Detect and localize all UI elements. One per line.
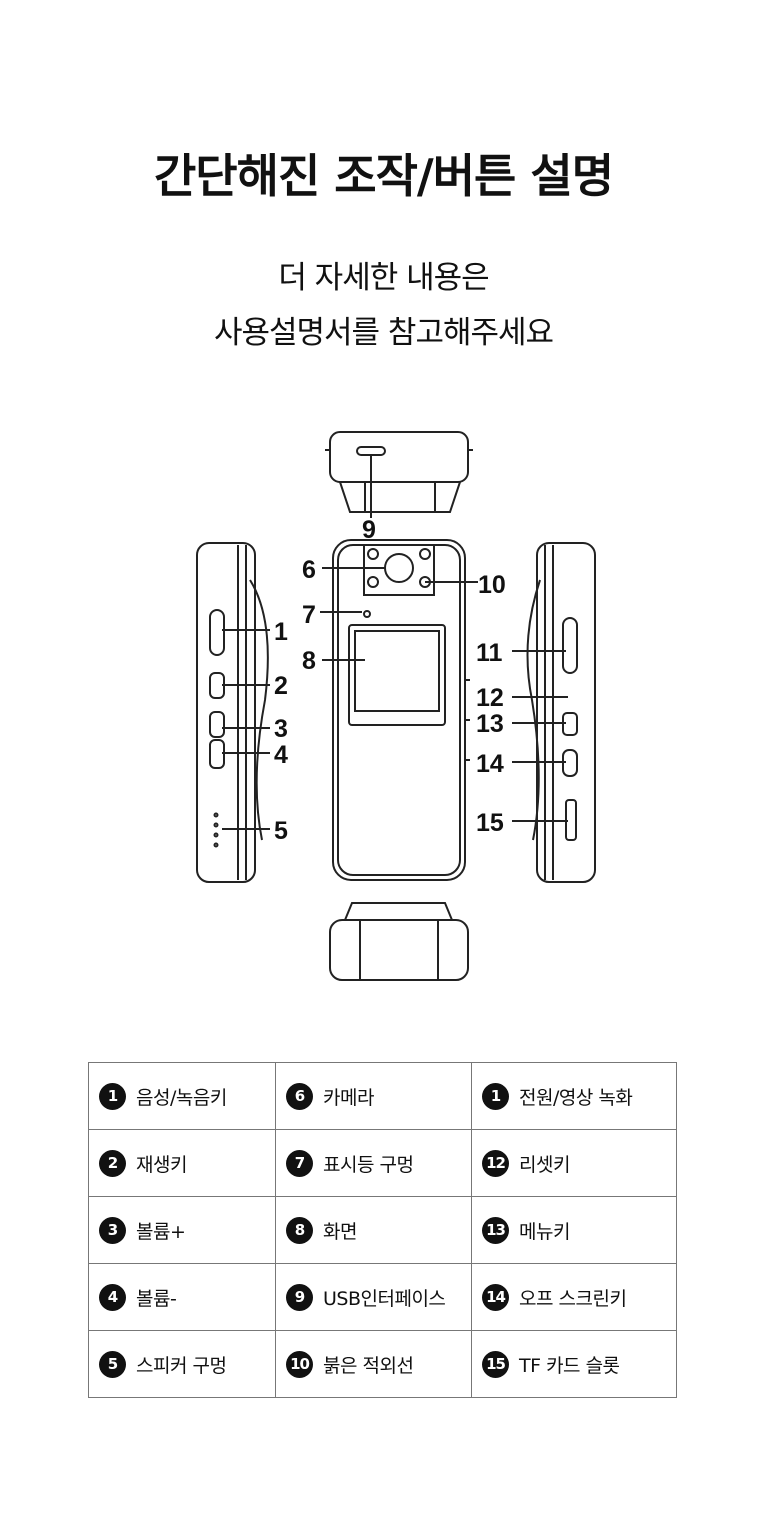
label-11: 11 [476, 639, 503, 667]
button-legend-table: 1 음성/녹음키 6 카메라 1 전원/영상 녹화 2 재생키 7 표시등 구멍 12 리셋키 3 볼륨+… [88, 1062, 677, 1398]
number-badge: 4 [99, 1283, 126, 1311]
number-badge: 12 [482, 1149, 509, 1177]
label-10: 10 [478, 571, 506, 599]
legend-label: 음성/녹음키 [136, 1086, 227, 1109]
legend-label: 볼륨- [136, 1287, 177, 1310]
label-15: 15 [476, 809, 504, 837]
device-diagram: 9 6 10 7 8 1 2 3 4 5 11 12 13 14 15 [196, 431, 596, 981]
legend-cell: 14 오프 스크린키 [471, 1263, 677, 1331]
legend-cell: 7 표시등 구멍 [275, 1129, 472, 1197]
label-12: 12 [476, 684, 504, 712]
number-badge: 14 [482, 1283, 509, 1311]
label-5: 5 [274, 817, 288, 845]
legend-label: TF 카드 슬롯 [519, 1354, 620, 1377]
legend-label: 리셋키 [519, 1153, 570, 1176]
number-badge: 2 [99, 1149, 126, 1177]
legend-cell: 2 재생키 [88, 1129, 276, 1197]
legend-cell: 10 붉은 적외선 [275, 1330, 472, 1398]
device-top-view [325, 431, 473, 513]
number-badge: 9 [286, 1283, 313, 1311]
legend-label: 메뉴키 [519, 1220, 570, 1243]
device-left-side-view [196, 542, 269, 883]
legend-cell: 9 USB인터페이스 [275, 1263, 472, 1331]
legend-label: 카메라 [323, 1086, 374, 1109]
table-row: 4 볼륨- 9 USB인터페이스 14 오프 스크린키 [88, 1263, 677, 1331]
legend-label: 재생키 [136, 1153, 187, 1176]
number-badge: 10 [286, 1350, 313, 1378]
page-title: 간단해진 조작/버튼 설명 [153, 149, 614, 203]
table-row: 2 재생키 7 표시등 구멍 12 리셋키 [88, 1129, 677, 1197]
device-front-view [332, 539, 470, 881]
number-badge: 3 [99, 1216, 126, 1244]
legend-label: 붉은 적외선 [323, 1354, 414, 1377]
device-bottom-view [329, 902, 469, 981]
legend-cell: 5 스피커 구멍 [88, 1330, 276, 1398]
legend-cell: 1 음성/녹음키 [88, 1062, 276, 1130]
legend-cell: 12 리셋키 [471, 1129, 677, 1197]
label-3: 3 [274, 715, 288, 743]
number-badge: 5 [99, 1350, 126, 1378]
label-4: 4 [274, 741, 288, 769]
legend-cell: 1 전원/영상 녹화 [471, 1062, 677, 1130]
number-badge: 7 [286, 1149, 313, 1177]
legend-cell: 8 화면 [275, 1196, 472, 1264]
table-row: 1 음성/녹음키 6 카메라 1 전원/영상 녹화 [88, 1062, 677, 1130]
number-badge: 8 [286, 1216, 313, 1244]
label-1: 1 [274, 618, 288, 646]
legend-label: 볼륨+ [136, 1220, 186, 1243]
number-badge: 6 [286, 1082, 313, 1110]
legend-cell: 6 카메라 [275, 1062, 472, 1130]
number-badge: 1 [482, 1082, 509, 1110]
label-7: 7 [302, 601, 316, 629]
legend-cell: 15 TF 카드 슬롯 [471, 1330, 677, 1398]
legend-label: USB인터페이스 [323, 1287, 446, 1310]
table-row: 5 스피커 구멍 10 붉은 적외선 15 TF 카드 슬롯 [88, 1330, 677, 1398]
number-badge: 15 [482, 1350, 509, 1378]
legend-label: 오프 스크린키 [519, 1287, 627, 1310]
legend-label: 스피커 구멍 [136, 1354, 227, 1377]
subtitle-line-1: 더 자세한 내용은 [278, 260, 489, 296]
legend-cell: 13 메뉴키 [471, 1196, 677, 1264]
legend-cell: 4 볼륨- [88, 1263, 276, 1331]
device-right-side-view [526, 542, 596, 883]
label-14: 14 [476, 750, 504, 778]
legend-label: 전원/영상 녹화 [519, 1086, 633, 1109]
legend-label: 표시등 구멍 [323, 1153, 414, 1176]
legend-label: 화면 [323, 1220, 357, 1243]
subtitle-line-2: 사용설명서를 참고해주세요 [213, 315, 554, 351]
number-badge: 13 [482, 1216, 509, 1244]
label-9: 9 [362, 516, 376, 544]
label-2: 2 [274, 672, 288, 700]
label-6: 6 [302, 556, 316, 584]
label-8: 8 [302, 647, 316, 675]
label-13: 13 [476, 710, 504, 738]
number-badge: 1 [99, 1082, 126, 1110]
table-row: 3 볼륨+ 8 화면 13 메뉴키 [88, 1196, 677, 1264]
legend-cell: 3 볼륨+ [88, 1196, 276, 1264]
